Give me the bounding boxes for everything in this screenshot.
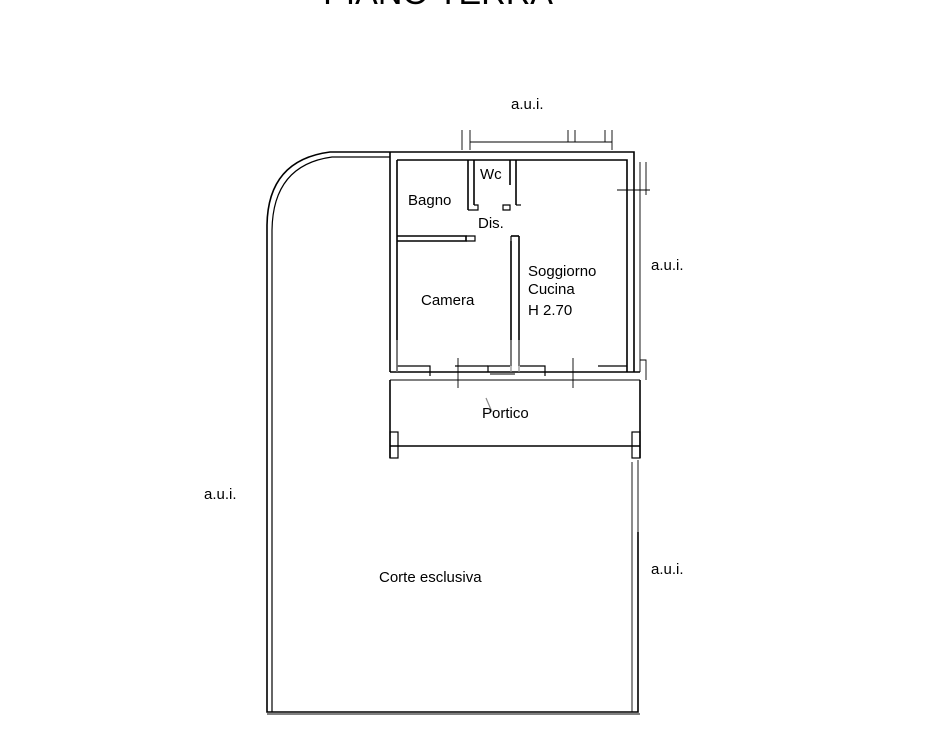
apartment-walls [389,151,640,388]
room-label-soggiorno: Soggiorno [528,263,596,280]
courtyard-outline [266,151,640,715]
room-label-disimpegno: Dis. [478,215,504,232]
adjacent-unit-label-right-upper: a.u.i. [651,257,684,274]
adjacent-unit-label-right-lower: a.u.i. [651,561,684,578]
room-label-camera: Camera [421,292,475,309]
grey-marks [396,340,520,413]
plan-title: PIANO TERRA [323,0,553,12]
interior-walls [397,160,521,366]
room-label-wc: Wc [480,166,502,183]
room-label-corte: Corte esclusiva [379,569,482,586]
room-height-label: H 2.70 [528,302,572,319]
adjacent-walls [461,130,650,380]
room-label-bagno: Bagno [408,192,451,209]
adjacent-unit-label-top: a.u.i. [511,96,544,113]
room-label-portico: Portico [482,405,529,422]
room-label-cucina: Cucina [528,281,575,298]
portico [389,380,641,459]
adjacent-unit-label-left: a.u.i. [204,486,237,503]
